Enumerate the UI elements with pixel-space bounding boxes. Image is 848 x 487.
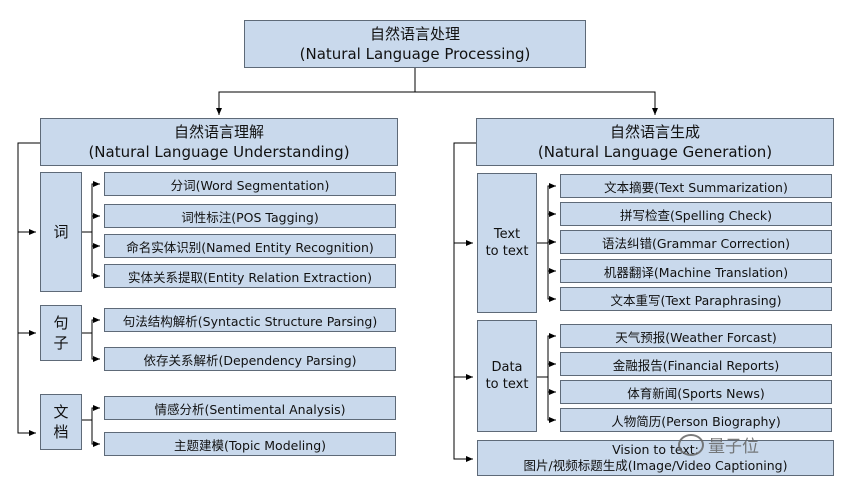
nlg-leaf-grammar-correction: 语法纠错(Grammar Correction) [560,230,832,254]
nlu-leaf-topic-modeling: 主题建模(Topic Modeling) [104,432,396,456]
nlg-title-zh: 自然语言生成 [609,123,700,141]
nlu-group-sentence: 句 子 [40,305,82,361]
nlg-group-data-to-text: Data to text [477,320,537,432]
nlu-group-word-label: 词 [53,223,69,241]
nlu-leaf-pos-tagging: 词性标注(POS Tagging) [104,204,396,228]
nlu-group-document-label-2: 档 [53,423,69,441]
root-title-zh: 自然语言处理 [369,25,460,43]
nlu-leaf-dependency-parsing: 依存关系解析(Dependency Parsing) [104,347,396,371]
nlg-group-data-label-2: to text [485,377,529,392]
nlu-leaf-sentimental-analysis: 情感分析(Sentimental Analysis) [104,396,396,420]
nlg-vision-to-text: Vision to text: 图片/视频标题生成(Image/Video Ca… [477,440,834,476]
nlg-leaf-financial-reports: 金融报告(Financial Reports) [560,352,832,376]
nlg-title-en: (Natural Language Generation) [537,143,773,161]
watermark: 量子位 [678,432,759,457]
nlu-title-en: (Natural Language Understanding) [88,143,350,161]
nlg-leaf-weather-forecast: 天气预报(Weather Forcast) [560,324,832,348]
nlu-leaf-word-segmentation: 分词(Word Segmentation) [104,172,396,196]
nlu-leaf-syntactic-structure-parsing: 句法结构解析(Syntactic Structure Parsing) [104,308,396,332]
nlu-leaf-named-entity-recognition: 命名实体识别(Named Entity Recognition) [104,234,396,258]
nlg-vision-line-2: 图片/视频标题生成(Image/Video Captioning) [523,458,788,473]
nlg-vision-line-1: Vision to text: [612,442,699,457]
nlg-group-text-to-text: Text to text [477,173,537,313]
nlg-group-text-label-2: to text [485,244,529,259]
nlu-node: 自然语言理解 (Natural Language Understanding) [40,118,398,166]
root-title-en: (Natural Language Processing) [299,45,531,63]
nlg-leaf-sports-news: 体育新闻(Sports News) [560,380,832,404]
nlg-leaf-spelling-check: 拼写检查(Spelling Check) [560,202,832,226]
nlg-group-data-label-1: Data [491,360,523,375]
nlg-leaf-text-summarization: 文本摘要(Text Summarization) [560,174,832,198]
nlu-group-document-label-1: 文 [53,403,69,421]
nlg-leaf-person-biography: 人物简历(Person Biography) [560,408,832,432]
wechat-logo-icon [678,433,704,456]
nlu-title-zh: 自然语言理解 [173,123,264,141]
nlu-leaf-entity-relation-extraction: 实体关系提取(Entity Relation Extraction) [104,264,396,288]
nlu-group-document: 文 档 [40,394,82,450]
nlu-group-sentence-label-1: 句 [53,314,69,332]
nlg-group-text-label-1: Text [493,227,521,242]
nlu-group-sentence-label-2: 子 [53,334,69,352]
nlu-group-word: 词 [40,172,82,292]
root-node: 自然语言处理 (Natural Language Processing) [244,20,586,68]
watermark-text: 量子位 [708,437,759,457]
nlg-leaf-machine-translation: 机器翻译(Machine Translation) [560,259,832,283]
nlg-leaf-text-paraphrasing: 文本重写(Text Paraphrasing) [560,287,832,311]
nlg-node: 自然语言生成 (Natural Language Generation) [476,118,834,166]
